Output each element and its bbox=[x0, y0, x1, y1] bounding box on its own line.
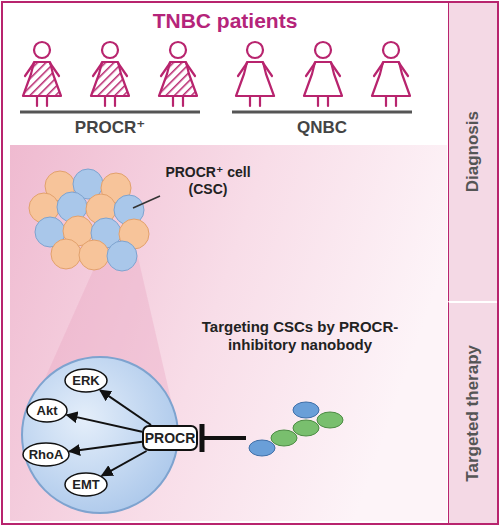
nanobody-domain bbox=[293, 420, 319, 436]
nanobody-domain bbox=[271, 430, 297, 446]
women-figures bbox=[23, 42, 410, 106]
inhibition-bar bbox=[200, 424, 205, 452]
pathway-oval: Akt bbox=[26, 398, 68, 423]
oval-shape bbox=[23, 443, 69, 466]
node-label: Akt bbox=[37, 403, 58, 418]
group-bar bbox=[20, 111, 200, 114]
woman-striped bbox=[23, 42, 61, 106]
receptor-box: PROCR bbox=[142, 425, 198, 451]
annotation: PROCR⁺ cell (CSC) bbox=[158, 164, 258, 198]
pathway-oval: ERK bbox=[64, 368, 108, 393]
signal-arrow bbox=[67, 415, 142, 432]
woman-striped bbox=[91, 42, 129, 106]
pink-panel bbox=[10, 145, 447, 521]
cell bbox=[51, 239, 81, 269]
node-label: EMT bbox=[72, 477, 99, 492]
oval-shape bbox=[65, 473, 107, 496]
box-shape bbox=[143, 426, 197, 450]
oval-shape bbox=[27, 399, 67, 422]
signal-arrow bbox=[102, 451, 147, 476]
stage-band: Targeted therapy bbox=[448, 301, 497, 523]
pathway-oval: RhoA bbox=[22, 442, 70, 467]
nanobody-domain bbox=[249, 440, 275, 456]
pathway-oval: EMT bbox=[64, 472, 108, 497]
group-label: PROCR⁺ bbox=[60, 118, 160, 138]
node-label: PROCR bbox=[145, 430, 196, 446]
group-bar bbox=[232, 111, 412, 114]
signal-arrow bbox=[69, 442, 142, 452]
oval-shape bbox=[65, 369, 107, 392]
cell bbox=[79, 240, 109, 270]
woman-plain bbox=[304, 42, 342, 106]
inhibition-line bbox=[202, 436, 246, 440]
nanobody-domain bbox=[317, 412, 343, 428]
signal-arrow bbox=[100, 390, 151, 425]
group-label: QNBC bbox=[272, 118, 372, 138]
leader-line bbox=[133, 196, 160, 208]
annotation: Targeting CSCs by PROCR-inhibitory nanob… bbox=[200, 318, 400, 354]
node-label: RhoA bbox=[29, 447, 64, 462]
band-label: Diagnosis bbox=[463, 111, 483, 192]
nanobody bbox=[249, 402, 343, 456]
woman-plain bbox=[372, 42, 410, 106]
node-label: ERK bbox=[72, 373, 99, 388]
cell-cluster bbox=[29, 169, 149, 271]
cell bbox=[107, 241, 137, 271]
stage-band: Diagnosis bbox=[448, 3, 497, 301]
band-label: Targeted therapy bbox=[463, 345, 483, 482]
woman-plain bbox=[236, 42, 274, 106]
nanobody-domain bbox=[293, 402, 319, 418]
woman-striped bbox=[159, 42, 197, 106]
title: TNBC patients bbox=[10, 8, 440, 33]
